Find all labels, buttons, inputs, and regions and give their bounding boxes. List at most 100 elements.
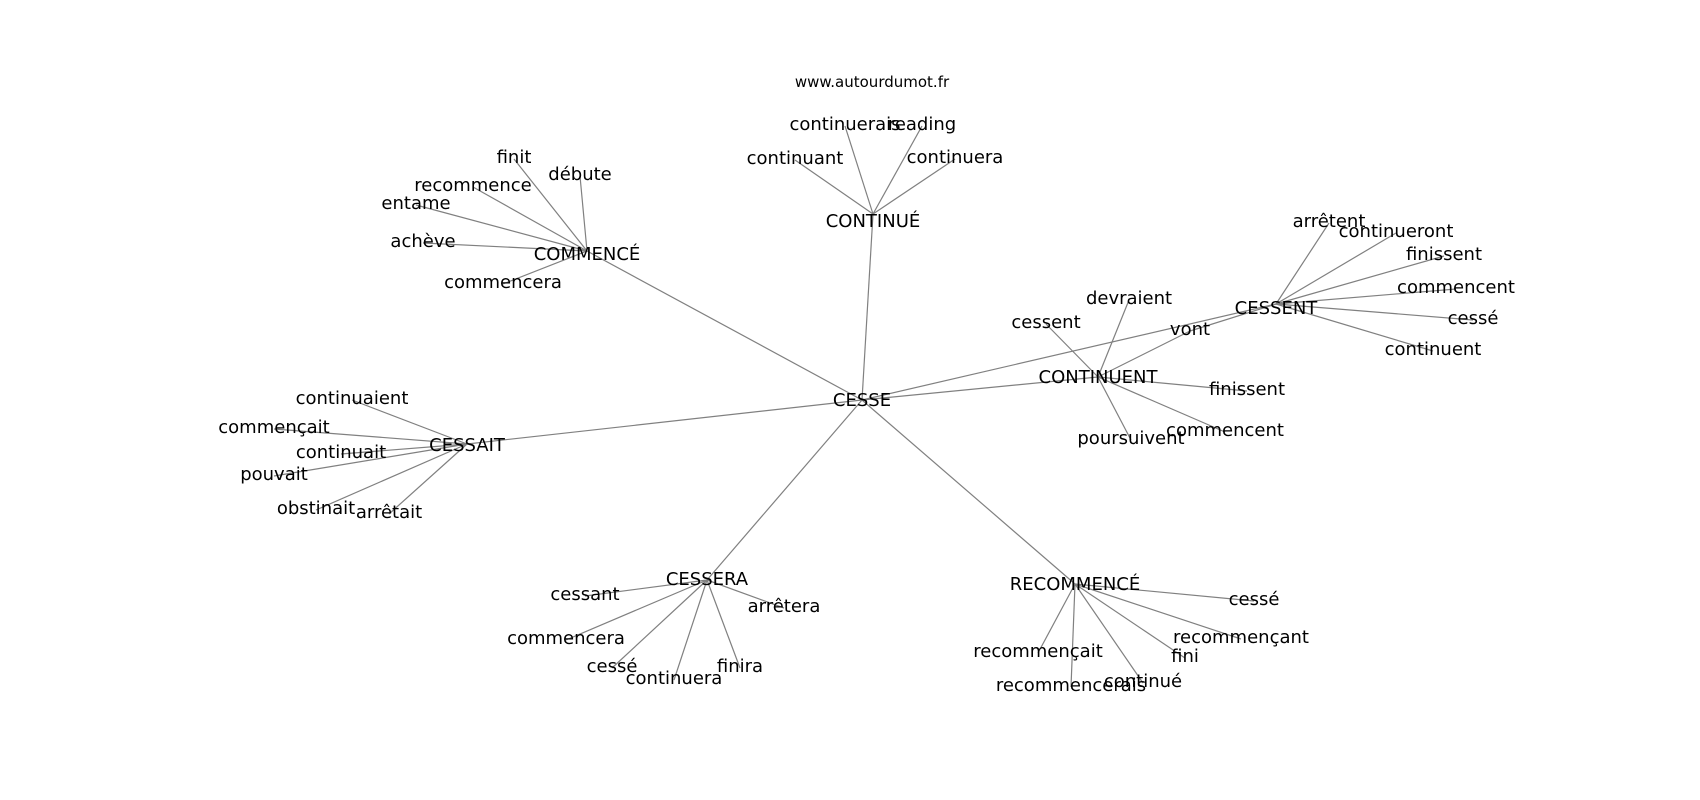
- leaf-node[interactable]: cessé: [1229, 589, 1280, 610]
- leaf-node[interactable]: fini: [1171, 646, 1199, 667]
- leaf-edge-continuent_hub-0: [1097, 299, 1130, 378]
- leaf-edge-cessera_hub-0: [584, 579, 708, 597]
- hub-node-cessent_hub[interactable]: CESSENT: [1235, 298, 1319, 319]
- leaf-node[interactable]: arrêtera: [748, 596, 821, 617]
- hub-node-cessera_hub[interactable]: CESSERA: [666, 569, 749, 590]
- leaf-node[interactable]: reading: [888, 114, 956, 135]
- leaf-node[interactable]: continué: [1104, 671, 1182, 692]
- leaf-node[interactable]: continuaient: [296, 388, 409, 409]
- leaf-edge-continue_hub-1: [872, 125, 923, 215]
- leaf-node[interactable]: débute: [548, 164, 611, 185]
- leaf-edge-cessait_hub-1: [273, 428, 468, 445]
- leaf-node[interactable]: finissent: [1209, 379, 1285, 400]
- leaf-edge-cessera_hub-3: [611, 579, 708, 669]
- leaf-edge-continuent_hub-4: [1097, 376, 1132, 441]
- leaf-node[interactable]: poursuivent: [1077, 428, 1184, 449]
- leaf-node[interactable]: recommence: [414, 175, 532, 196]
- leaf-node[interactable]: continuant: [747, 148, 844, 169]
- leaf-node[interactable]: finit: [497, 147, 532, 168]
- hub-node-continue_hub[interactable]: CONTINUÉ: [826, 210, 921, 232]
- leaf-edge-cessera_hub-2: [565, 579, 708, 641]
- leaf-edge-cessait_hub-0: [351, 399, 468, 445]
- graph-edges: [273, 125, 1474, 688]
- leaf-edge-cessait_hub-2: [340, 443, 468, 455]
- leaf-node[interactable]: commencent: [1166, 420, 1284, 441]
- leaf-node[interactable]: recommencerais: [996, 675, 1146, 696]
- center-edge-cessent_hub: [861, 303, 1277, 401]
- center-edge-continue_hub: [861, 213, 874, 401]
- leaf-node[interactable]: commençait: [218, 417, 329, 438]
- leaf-edge-continue_hub-3: [872, 158, 956, 215]
- leaf-edge-recommence_hub-2: [1074, 583, 1186, 659]
- leaf-edge-continuent_hub-2: [1097, 330, 1191, 378]
- leaf-edge-continue_hub-2: [794, 159, 874, 215]
- leaf-node[interactable]: commencera: [444, 272, 562, 293]
- leaf-node[interactable]: arrêtent: [1293, 211, 1366, 232]
- center-edge-continuent_hub: [861, 376, 1099, 401]
- leaf-node[interactable]: cessé: [587, 656, 638, 677]
- leaf-edge-cessent_hub-0: [1275, 222, 1330, 305]
- leaf-node[interactable]: arrêtait: [356, 502, 422, 523]
- leaf-edge-continuent_hub-5: [1097, 376, 1226, 433]
- leaf-node[interactable]: continuait: [296, 442, 386, 463]
- leaf-edge-cessera_hub-4: [673, 579, 708, 681]
- leaf-edge-recommence_hub-4: [1070, 583, 1076, 688]
- leaf-edge-commence_hub-5: [502, 250, 588, 285]
- leaf-edge-cessera_hub-5: [706, 579, 741, 669]
- hub-node-recommence_hub[interactable]: RECOMMENCÉ: [1010, 573, 1140, 595]
- leaf-edge-commence_hub-3: [415, 204, 588, 252]
- leaf-node[interactable]: obstinait: [277, 498, 355, 519]
- leaf-node[interactable]: achève: [390, 231, 455, 252]
- leaf-node[interactable]: vont: [1170, 319, 1210, 340]
- leaf-edge-continuent_hub-1: [1045, 323, 1099, 378]
- leaf-node[interactable]: entame: [381, 193, 450, 214]
- source-label[interactable]: www.autourdumot.fr: [795, 73, 950, 91]
- leaf-node[interactable]: cessent: [1011, 312, 1080, 333]
- center-edge-cessera_hub: [706, 399, 863, 581]
- hub-node-continuent_hub[interactable]: CONTINUENT: [1039, 367, 1159, 388]
- leaf-node[interactable]: finissent: [1406, 244, 1482, 265]
- leaf-edge-commence_hub-1: [579, 175, 588, 252]
- leaf-edge-commence_hub-4: [422, 242, 588, 252]
- leaf-node[interactable]: recommençait: [973, 641, 1103, 662]
- leaf-edge-recommence_hub-0: [1074, 583, 1255, 602]
- leaf-node[interactable]: recommençant: [1173, 627, 1309, 648]
- leaf-node[interactable]: devraient: [1086, 288, 1172, 309]
- leaf-node[interactable]: continuerais: [789, 114, 900, 135]
- leaf-node[interactable]: continuera: [626, 668, 723, 689]
- leaf-edge-cessait_hub-4: [315, 443, 468, 511]
- leaf-node[interactable]: pouvait: [240, 464, 308, 485]
- extra-link-0: [1189, 303, 1277, 332]
- leaf-edge-recommence_hub-3: [1037, 583, 1076, 654]
- leaf-node[interactable]: finira: [717, 656, 763, 677]
- leaf-edge-commence_hub-2: [472, 186, 588, 252]
- leaf-node[interactable]: cessant: [550, 584, 619, 605]
- leaf-edge-cessent_hub-2: [1275, 255, 1445, 305]
- center-node[interactable]: CESSE: [833, 390, 891, 411]
- leaf-edge-continuent_hub-3: [1097, 376, 1248, 392]
- hub-node-commence_hub[interactable]: COMMENCÉ: [534, 243, 641, 265]
- leaf-node[interactable]: commencent: [1397, 277, 1515, 298]
- leaf-node[interactable]: commencera: [507, 628, 625, 649]
- leaf-edge-recommence_hub-1: [1074, 583, 1242, 640]
- center-edge-commence_hub: [586, 250, 863, 401]
- leaf-node[interactable]: continueront: [1339, 221, 1454, 242]
- leaf-edge-cessera_hub-1: [706, 579, 785, 609]
- leaf-edge-cessent_hub-3: [1275, 288, 1457, 305]
- leaf-edge-cessent_hub-1: [1275, 232, 1397, 305]
- leaf-edge-recommence_hub-5: [1074, 583, 1144, 684]
- leaf-edge-cessent_hub-5: [1275, 303, 1434, 352]
- leaf-edge-cessait_hub-3: [273, 443, 468, 477]
- center-edge-cessait_hub: [466, 399, 863, 445]
- leaf-edge-cessait_hub-5: [388, 443, 468, 515]
- leaf-node[interactable]: cessé: [1448, 308, 1499, 329]
- leaf-node[interactable]: continuera: [907, 147, 1004, 168]
- leaf-edge-continue_hub-0: [844, 125, 874, 215]
- leaf-edge-commence_hub-0: [513, 158, 588, 252]
- center-edge-recommence_hub: [861, 399, 1076, 585]
- leaf-edge-cessent_hub-4: [1275, 303, 1474, 321]
- hub-node-cessait_hub[interactable]: CESSAIT: [429, 435, 506, 456]
- leaf-node[interactable]: continuent: [1385, 339, 1482, 360]
